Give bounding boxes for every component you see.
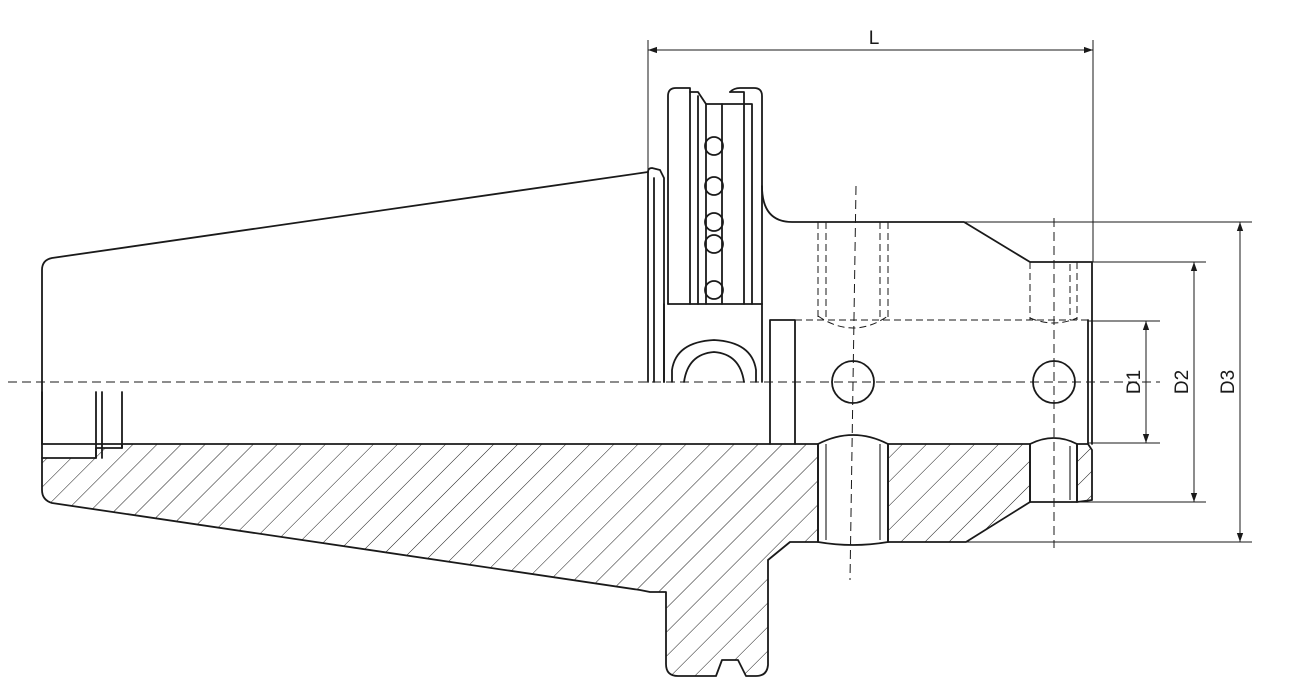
dimension-d3: D3 — [964, 221, 1252, 543]
upper-half-outline — [41, 87, 1093, 459]
hidden-lines — [795, 222, 1088, 329]
cross-bore-section — [817, 434, 1078, 546]
dimension-l: L — [647, 28, 1094, 262]
section-cut-body — [41, 443, 1093, 677]
dimension-d2-label: D2 — [1172, 370, 1193, 394]
dimension-d1-label: D1 — [1124, 370, 1145, 394]
dimension-d1: D1 — [1088, 320, 1160, 444]
dimension-l-label: L — [869, 28, 880, 49]
dimension-d2: D2 — [1077, 261, 1206, 503]
center-lines — [8, 185, 1160, 581]
dimension-d3-label: D3 — [1218, 370, 1239, 394]
